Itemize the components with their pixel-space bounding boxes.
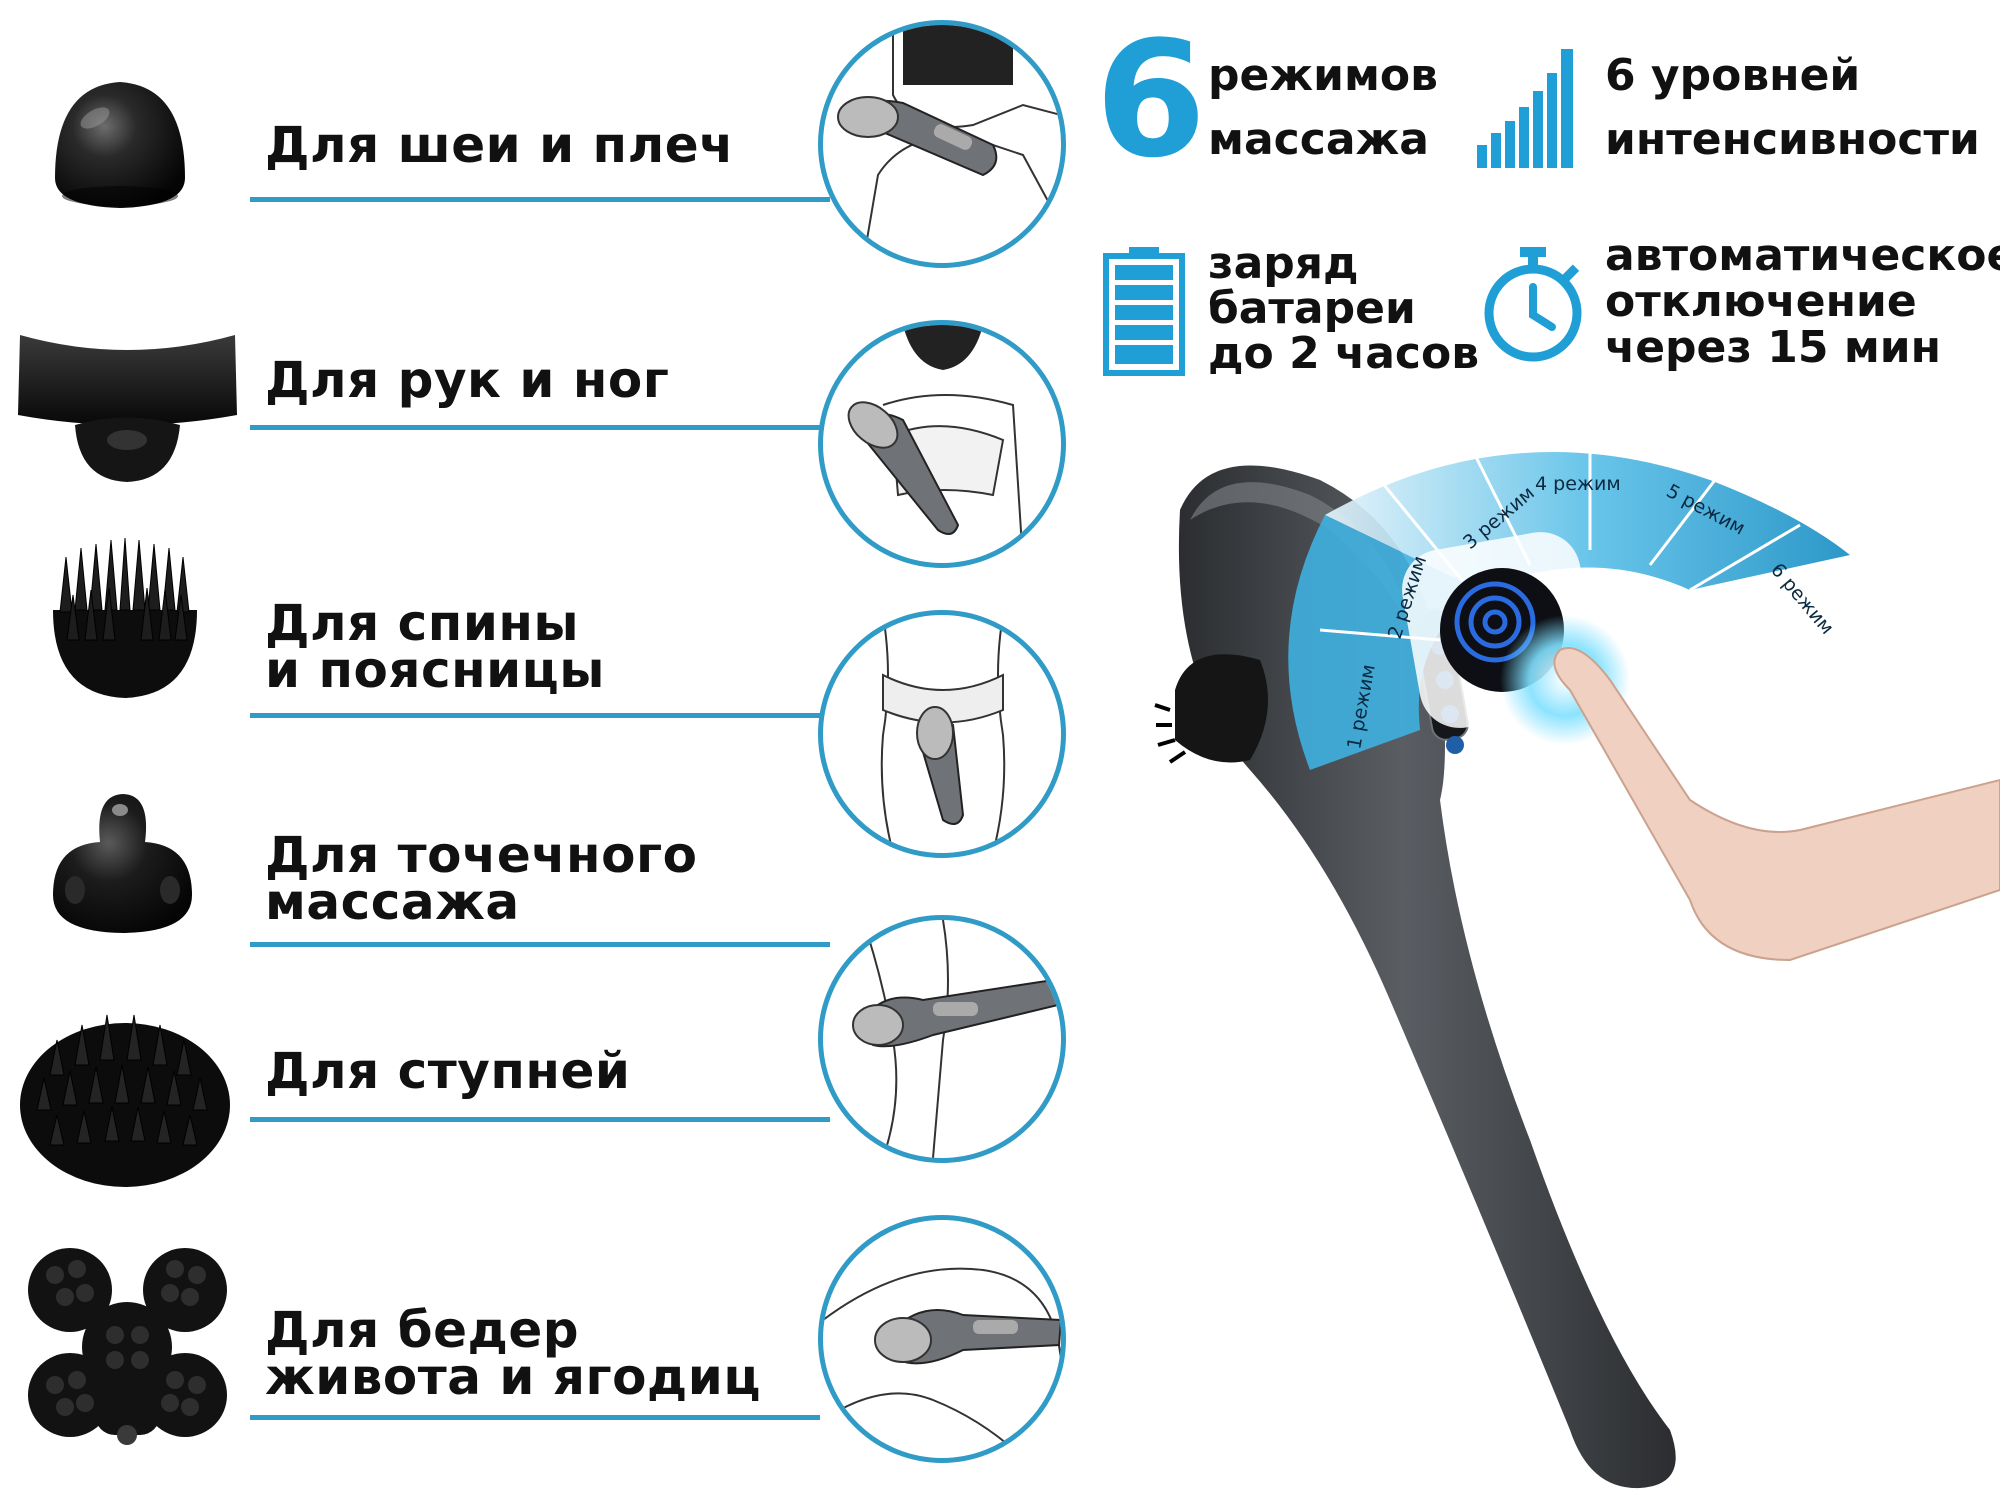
row-label-neck: Для шеи и плеч [265,116,734,174]
modes-count: 6 [1095,6,1207,193]
row-label-point: Для точечного [265,826,698,884]
battery-icon [1103,247,1185,376]
battery-text-2: батареи [1208,283,1416,334]
row-divider [250,425,820,430]
massager-device-illustration [1154,440,2000,1489]
row-label-feet: Для ступней [265,1042,631,1100]
usage-feet-illustration [818,915,1066,1163]
auto-text-2: отключение [1605,276,1917,327]
nozzle-back-icon [53,537,197,698]
touch-button-icon [1454,581,1536,663]
mode-labels: 1 режим 2 режим 3 режим 4 режим 5 режим … [1343,473,1838,751]
auto-text-3: через 15 мин [1605,322,1942,373]
battery-text-3: до 2 часов [1208,328,1480,379]
row-label-point-2: массажа [265,873,520,931]
row-label-back: Для спины [265,594,580,652]
usage-neck-illustration [818,20,1066,268]
intensity-text-1: 6 уровней [1605,50,1861,101]
modes-text-1: режимов [1208,50,1438,101]
usage-limbs-illustration [818,320,1066,568]
stopwatch-icon [1484,247,1582,362]
nozzle-limb-icon [18,335,237,482]
mode-label-2: 2 режим [1384,553,1431,641]
row-label-back-2: и поясницы [265,641,605,699]
intensity-text-2: интенсивности [1605,114,1980,165]
mode-label-1: 1 режим [1343,663,1380,751]
battery-text-1: заряд [1208,238,1359,289]
row-label-limbs: Для рук и ног [265,351,670,409]
row-label-hips-2: живота и ягодиц [265,1348,761,1406]
row-divider [250,1415,820,1420]
mode-label-6: 6 режим [1766,559,1838,639]
row-label-hips: Для бедер [265,1301,580,1359]
modes-text-2: массажа [1208,114,1429,165]
auto-text-1: автоматическое [1605,230,2000,281]
signal-bars-icon [1477,49,1573,168]
nozzle-neck-icon [55,82,185,208]
mode-label-5: 5 режим [1663,480,1749,540]
row-divider [250,942,830,947]
nozzle-point-icon [53,794,192,933]
mode-label-4: 4 режим [1535,473,1621,495]
row-divider [250,713,820,718]
row-divider [250,197,830,202]
nozzle-hips-icon [28,1248,227,1445]
usage-back-illustration [818,610,1066,858]
row-divider [250,1117,830,1122]
nozzle-foot-icon [20,1014,230,1187]
mode-label-3: 3 режим [1459,482,1539,554]
usage-hips-illustration [818,1215,1066,1463]
